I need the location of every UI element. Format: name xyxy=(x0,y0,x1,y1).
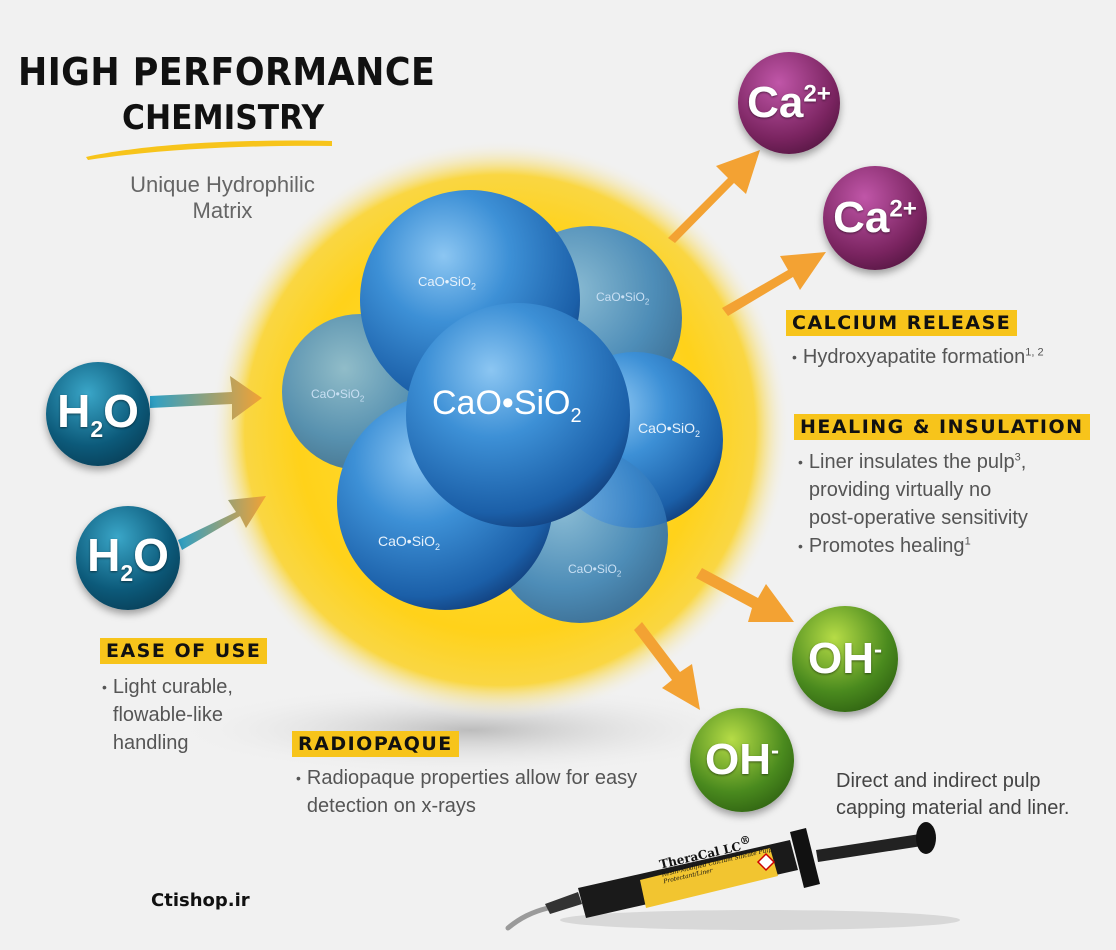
title-line-1: HIGH PERFORMANCE xyxy=(18,50,436,94)
sphere-label: CaO•SiO2 xyxy=(568,562,622,579)
healing-list: •Liner insulates the pulp3,providing vir… xyxy=(798,448,1028,560)
sphere-label: CaO•SiO2 xyxy=(311,387,365,404)
product-caption: Direct and indirect pulp capping materia… xyxy=(836,770,1070,819)
silicate-spheres xyxy=(282,190,723,623)
water-molecule: H2O xyxy=(46,362,150,466)
healing-item: •Liner insulates the pulp3,providing vir… xyxy=(798,451,1028,529)
hydroxide-ion: OH- xyxy=(792,606,898,712)
sphere-label: CaO•SiO2 xyxy=(378,533,441,552)
ease-of-use-heading: EASE OF USE xyxy=(100,638,268,664)
calcium-ion: Ca2+ xyxy=(823,166,927,270)
calcium-ion: Ca2+ xyxy=(738,52,840,154)
center-sphere-label: CaO•SiO2 xyxy=(432,384,582,427)
calcium-release-heading: CALCIUM RELEASE xyxy=(786,310,1018,336)
title-underline xyxy=(86,140,332,160)
sphere-label: CaO•SiO2 xyxy=(418,274,476,292)
syringe-image xyxy=(505,822,960,931)
radiopaque-heading: RADIOPAQUE xyxy=(292,731,459,757)
watermark: Ctishop.ir xyxy=(151,890,250,911)
subtitle: Unique Hydrophilic Matrix xyxy=(130,172,315,223)
healing-item: •Promotes healing1 xyxy=(798,535,971,557)
healing-heading: HEALING & INSULATION xyxy=(794,414,1090,440)
sphere-label: CaO•SiO2 xyxy=(638,420,701,439)
hydroxide-ion: OH- xyxy=(690,708,794,812)
water-molecule: H2O xyxy=(76,506,180,610)
title-line-2: CHEMISTRY xyxy=(122,98,325,138)
sphere-label: CaO•SiO2 xyxy=(596,290,650,307)
calcium-release-item: •Hydroxyapatite formation1, 2 xyxy=(792,346,1044,368)
